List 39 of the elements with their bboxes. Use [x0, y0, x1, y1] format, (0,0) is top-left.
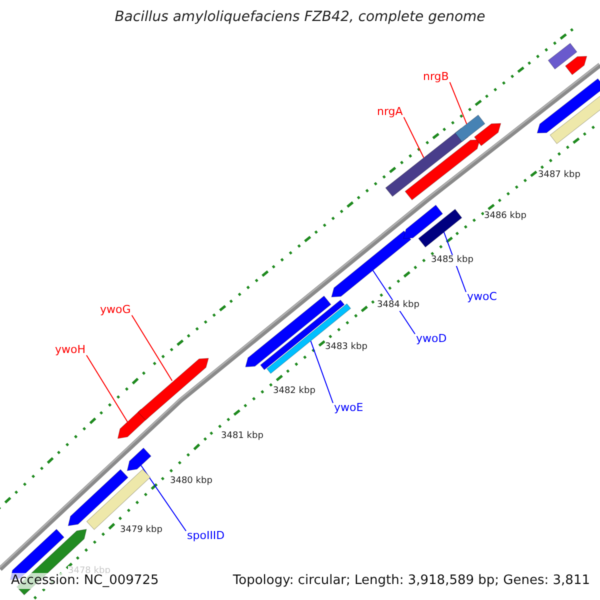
gene-label: spoIIID	[187, 529, 225, 542]
gene-feature	[474, 123, 502, 146]
gene-label: nrgA	[377, 105, 403, 118]
gene-feature	[68, 469, 128, 526]
gene-feature	[266, 303, 352, 374]
gene-label: ywoC	[467, 290, 497, 304]
diagram-title: Bacillus amyloliquefaciens FZB42, complete genome	[114, 9, 486, 26]
gene-feature	[418, 208, 462, 248]
leader-line	[310, 340, 334, 404]
leader-line	[140, 464, 186, 532]
scale-label: 3480 kbp	[170, 476, 212, 487]
scale-label: 3482 kbp	[273, 386, 316, 397]
scale-label: 3483 kbp	[325, 342, 368, 353]
scale-label: 3487 kbp	[538, 170, 580, 181]
gene-feature	[403, 204, 444, 239]
gene-feature	[331, 230, 412, 298]
scale-label: 3486 kbp	[484, 211, 526, 222]
leader-line	[86, 354, 128, 422]
gene-label: ywoE	[334, 401, 364, 414]
scale-label: 3481 kbp	[221, 431, 264, 442]
scale-label: 3479 kbp	[120, 525, 162, 536]
gene-feature	[564, 56, 588, 76]
gene-feature	[138, 358, 209, 421]
accession-text: Accession: NC_009725	[9, 573, 161, 589]
scale-label: 3485 kbp	[431, 255, 474, 266]
leader-line	[403, 116, 424, 158]
scale-label: 3484 kbp	[377, 300, 420, 311]
gene-label: ywoH	[55, 343, 86, 356]
leader-line	[131, 314, 173, 382]
gene-label: ywoG	[100, 303, 131, 316]
gene-feature	[454, 114, 486, 142]
gene-label: ywoD	[416, 332, 447, 346]
gene-feature	[548, 42, 578, 70]
leader-line	[449, 82, 468, 124]
gene-label: nrgB	[423, 70, 449, 84]
gene-feature	[404, 139, 480, 200]
genome-stats-text: Topology: circular; Length: 3,918,589 bp; Genes: 3,811	[230, 573, 592, 589]
gene-feature	[126, 448, 152, 472]
gene-feature	[536, 78, 600, 134]
